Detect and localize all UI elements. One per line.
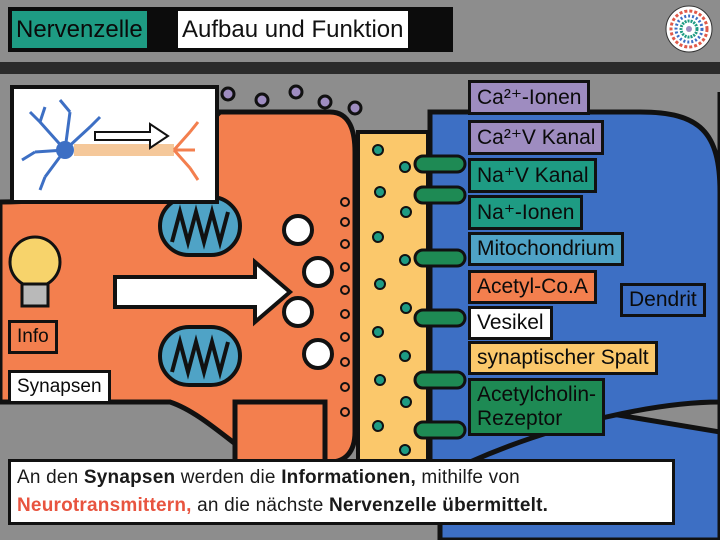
title-nervenzelle: Nervenzelle: [12, 11, 147, 48]
lightbulb-icon: [8, 235, 62, 308]
caption-text: An den Synapsen werden die Informationen…: [11, 462, 672, 522]
label-info: Info: [8, 320, 58, 354]
mitochondrium-top: [158, 195, 242, 257]
mandala-logo-icon[interactable]: [665, 5, 713, 53]
signal-arrow: [113, 257, 294, 327]
vesicle: [282, 214, 314, 246]
label-vesikel: Vesikel: [468, 306, 553, 340]
label-acetyl-coa: Acetyl-Co.A: [468, 270, 597, 304]
label-ca-ionen: Ca²⁺-Ionen: [468, 80, 591, 115]
ca-ionen-dots: [220, 84, 363, 116]
acetylcholin-dots: [372, 144, 412, 480]
vesicle: [302, 338, 334, 370]
label-dendrit: Dendrit: [620, 283, 706, 317]
title-bar: Nervenzelle Aufbau und Funktion: [8, 7, 453, 52]
label-ca-kanal: Ca²⁺V Kanal: [468, 120, 605, 155]
vesicle: [302, 256, 334, 288]
vesicle: [282, 296, 314, 328]
caption-box: An den Synapsen werden die Informationen…: [8, 459, 675, 525]
mitochondrium-bottom: [158, 325, 242, 387]
na-ion-dots: [340, 197, 350, 417]
label-na-ionen: Na⁺-Ionen: [468, 195, 584, 230]
label-spalt: synaptischer Spalt: [468, 341, 658, 375]
top-divider: [0, 62, 720, 74]
acetylcholin-rezeptoren: [413, 154, 467, 440]
label-rezeptor: Acetylcholin- Rezeptor: [468, 378, 606, 436]
label-mitochondrium: Mitochondrium: [468, 232, 624, 266]
neuron-inset-image: [10, 85, 219, 204]
label-na-kanal: Na⁺V Kanal: [468, 158, 598, 193]
title-aufbau: Aufbau und Funktion: [178, 11, 408, 48]
label-synapsen: Synapsen: [8, 370, 111, 404]
